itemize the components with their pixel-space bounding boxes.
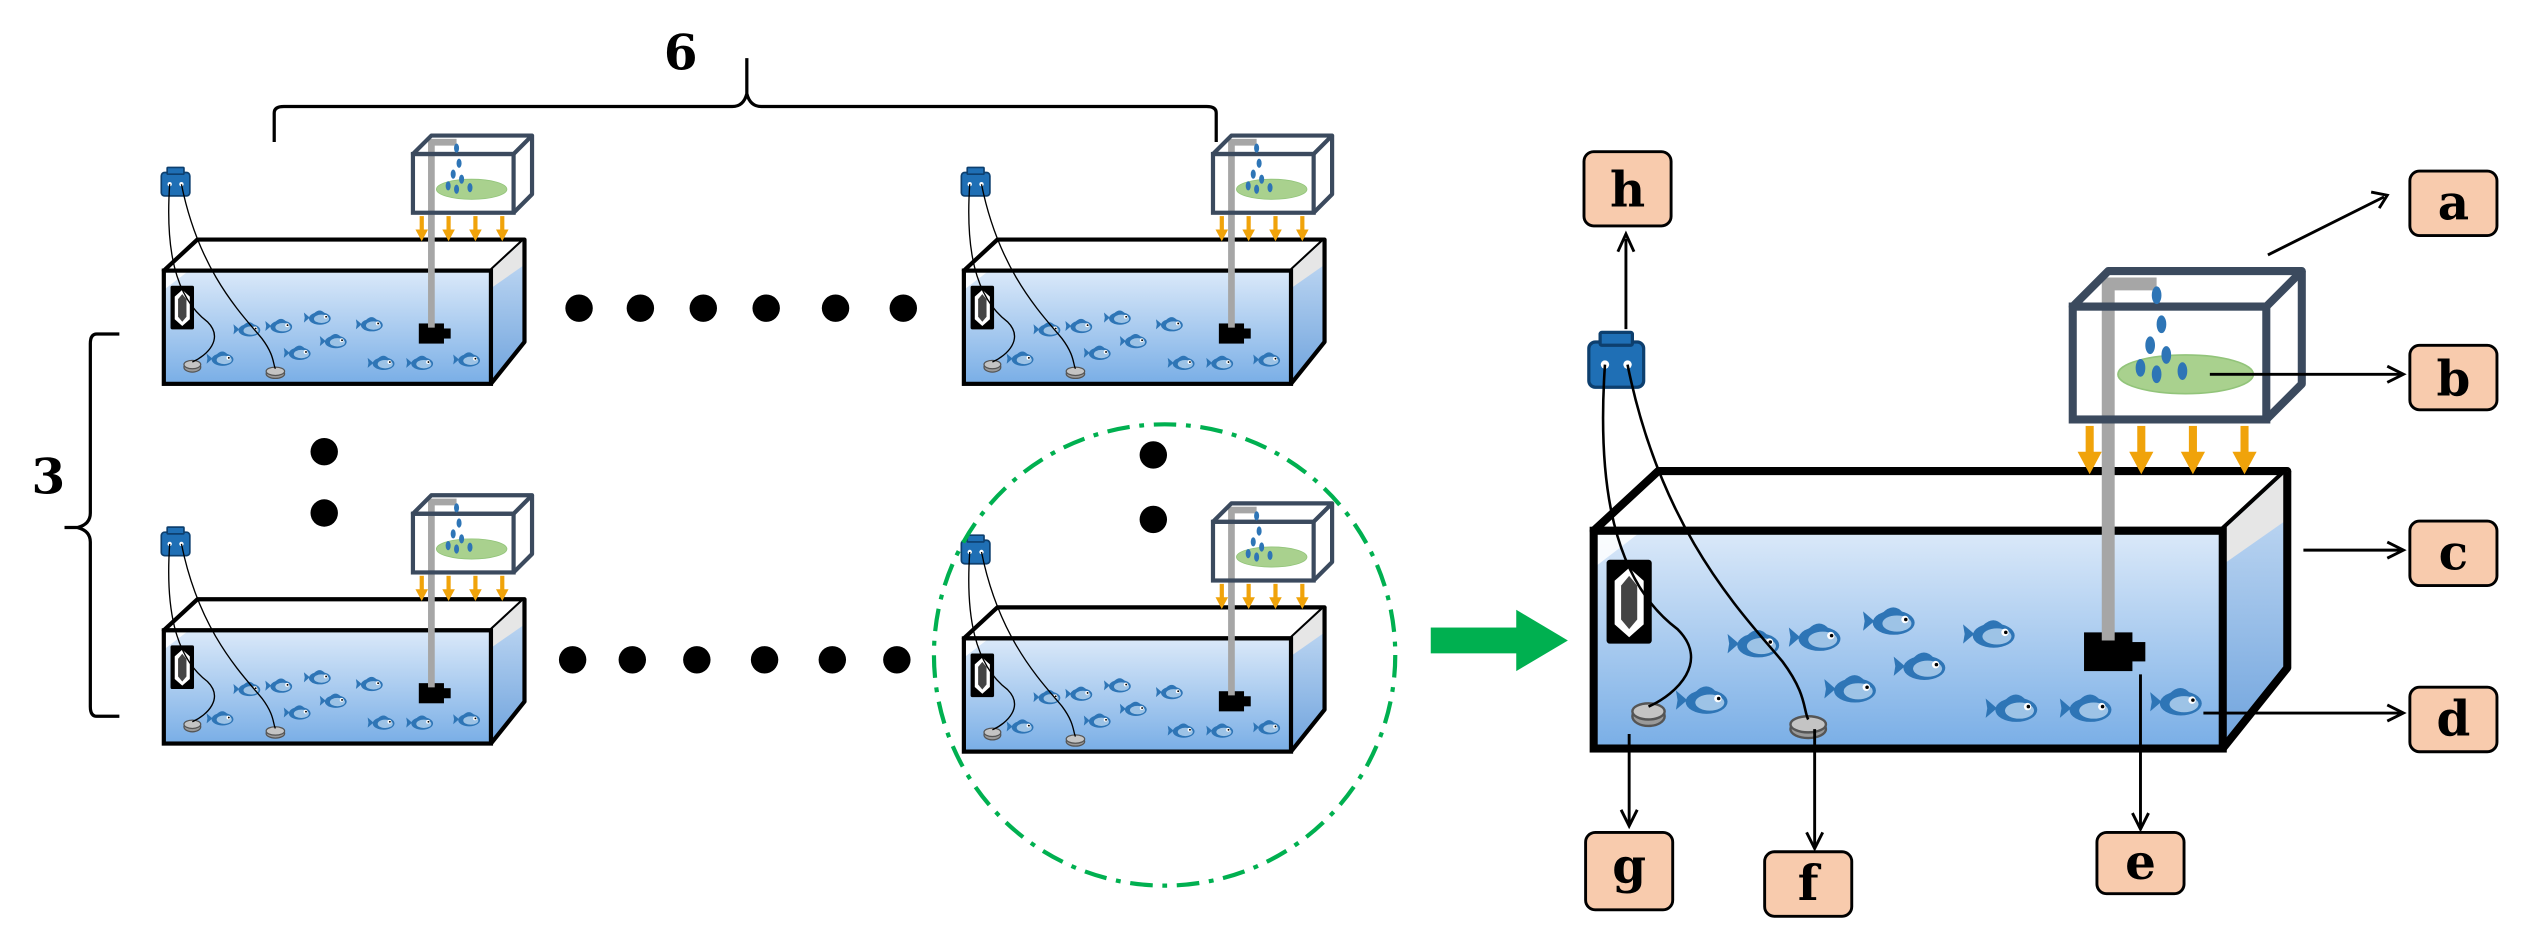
label-h: h [1582,150,1673,228]
tank-unit-bottom-right [961,503,1332,751]
svg-text:c: c [2439,525,2468,581]
magnify-arrow [1430,609,1568,672]
ellipsis-dots [310,294,1168,674]
svg-text:d: d [2436,692,2470,748]
svg-text:h: h [1610,163,1645,219]
tank-unit-bottom-left [161,495,532,743]
magnify-circle [931,422,1398,888]
label-f: f [1763,850,1854,918]
svg-text:a: a [2438,175,2469,231]
leader-lines [1616,190,2407,852]
rows-brace [64,332,120,718]
tank-unit-top-left [161,136,532,384]
label-c: c [2408,519,2499,588]
columns-count-label: 6 [664,25,698,81]
label-e: e [2095,830,2186,896]
svg-text:f: f [1798,856,1822,912]
tank-unit-detail [1589,271,2302,748]
label-b: b [2408,343,2499,412]
svg-text:e: e [2125,835,2156,891]
label-g: g [1584,830,1675,912]
columns-brace [272,58,1218,143]
tank-unit-top-right [961,136,1332,384]
label-a: a [2408,169,2499,238]
label-d: d [2408,685,2499,754]
svg-text:g: g [1612,838,1646,894]
rows-count-label: 3 [32,450,66,506]
svg-text:b: b [2436,351,2470,407]
